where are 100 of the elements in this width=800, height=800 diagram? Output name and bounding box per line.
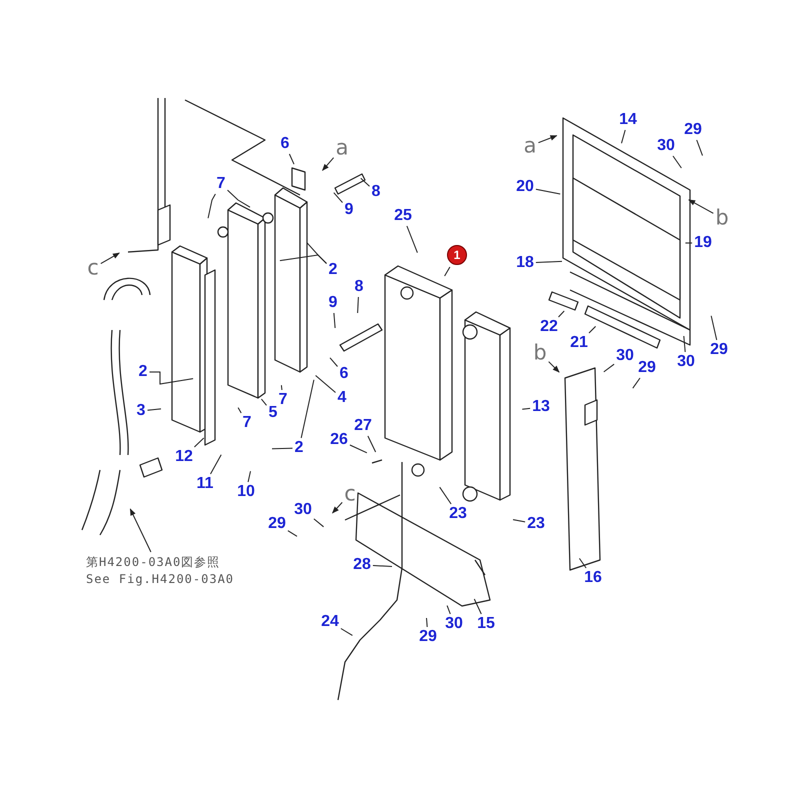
leader-line <box>300 379 314 438</box>
callout-number: 8 <box>372 184 380 200</box>
leader-line <box>710 315 718 340</box>
callout-number: 29 <box>419 629 437 645</box>
callout-number: 10 <box>237 484 255 500</box>
leader-line <box>333 192 343 204</box>
leader-line <box>227 190 250 208</box>
reference-note: 第H4200-03A0図参照 <box>86 554 220 571</box>
leader-line <box>279 254 327 264</box>
leader-line <box>238 407 242 414</box>
callout-number: 29 <box>268 516 286 532</box>
leader-line <box>683 336 686 352</box>
leader-line <box>367 436 376 452</box>
reference-arrow <box>538 135 558 144</box>
leader-line <box>406 226 418 254</box>
reference-letter: b <box>533 342 547 364</box>
callout-number: 9 <box>344 202 354 218</box>
reference-arrow <box>130 508 152 552</box>
callout-number: 21 <box>570 335 588 351</box>
callout-number: 7 <box>216 176 226 192</box>
callout-number: 2 <box>328 262 338 278</box>
leader-line <box>288 154 294 165</box>
leader-line <box>588 326 596 334</box>
leader-line <box>147 408 162 411</box>
leader-line <box>330 357 338 367</box>
leader-line <box>603 364 615 372</box>
leader-line <box>333 312 336 328</box>
leader-line <box>260 398 267 406</box>
callout-number: 30 <box>616 348 634 364</box>
callout-number: 11 <box>196 476 214 492</box>
reference-letter: b <box>715 208 729 228</box>
leader-line <box>578 558 587 568</box>
reference-arrow <box>332 502 343 514</box>
reference-arrow <box>548 361 560 373</box>
callout-number: 26 <box>330 432 348 448</box>
callout-number: 4 <box>338 390 346 406</box>
leader-line <box>340 628 353 636</box>
main-part-badge: 1 <box>447 245 467 265</box>
callout-number: 18 <box>516 255 534 271</box>
reference-letter: c <box>87 258 99 278</box>
callout-number: 30 <box>677 354 695 370</box>
reference-arrow <box>688 199 714 214</box>
leader-line <box>535 188 561 194</box>
callout-number: 3 <box>136 403 146 419</box>
callout-number: 28 <box>353 557 371 573</box>
reference-arrow <box>100 252 120 264</box>
callout-number: 27 <box>354 418 372 434</box>
leader-line <box>684 242 693 244</box>
callout-number: 25 <box>394 208 412 224</box>
callout-number: 23 <box>449 506 467 522</box>
callout-number: 30 <box>294 502 312 518</box>
callout-number: 20 <box>516 179 534 195</box>
leader-line <box>621 130 626 144</box>
leader-line <box>512 519 526 522</box>
callout-number: 15 <box>477 616 495 632</box>
reference-note: See Fig.H4200-03A0 <box>86 571 234 588</box>
callout-number: 19 <box>694 235 712 251</box>
leader-line <box>208 194 216 219</box>
leader-line <box>439 486 452 504</box>
callout-number: 7 <box>242 415 252 431</box>
callout-number: 13 <box>532 399 550 415</box>
leader-line <box>426 618 428 628</box>
leader-line <box>632 378 640 389</box>
leader-line <box>558 310 565 318</box>
leader-line <box>446 605 451 614</box>
leader-line <box>313 518 324 528</box>
callout-number: 6 <box>280 136 290 152</box>
leader-line <box>360 178 370 187</box>
reference-letter: c <box>344 484 356 504</box>
callout-number: 2 <box>294 440 304 456</box>
leader-line <box>210 454 222 474</box>
leader-line <box>672 156 682 168</box>
callout-number: 9 <box>328 295 338 311</box>
callout-number: 30 <box>445 616 463 632</box>
callout-number: 30 <box>657 138 675 154</box>
callout-number: 23 <box>527 516 545 532</box>
leader-line <box>280 384 282 390</box>
leader-line <box>272 448 293 450</box>
leader-line <box>149 372 194 385</box>
reference-letter: a <box>336 138 348 158</box>
leader-line <box>522 408 531 410</box>
leader-line <box>194 438 204 448</box>
leader-line <box>287 530 298 537</box>
callout-number: 2 <box>138 364 148 380</box>
leader-line <box>535 260 562 263</box>
callout-number: 29 <box>710 342 728 358</box>
leader-line <box>357 296 359 314</box>
callout-number: 16 <box>584 570 602 586</box>
callout-number: 22 <box>540 319 558 335</box>
leader-line <box>248 470 251 482</box>
callout-number: 6 <box>340 366 348 382</box>
leader-line <box>372 565 392 567</box>
callout-number: 7 <box>278 392 288 408</box>
leader-line <box>474 598 482 614</box>
callout-number: 29 <box>684 122 702 138</box>
callout-number: 12 <box>175 449 193 465</box>
leader-line <box>696 140 703 156</box>
reference-letter: a <box>524 136 536 156</box>
callout-number: 5 <box>268 405 278 421</box>
callout-number: 29 <box>638 360 656 376</box>
